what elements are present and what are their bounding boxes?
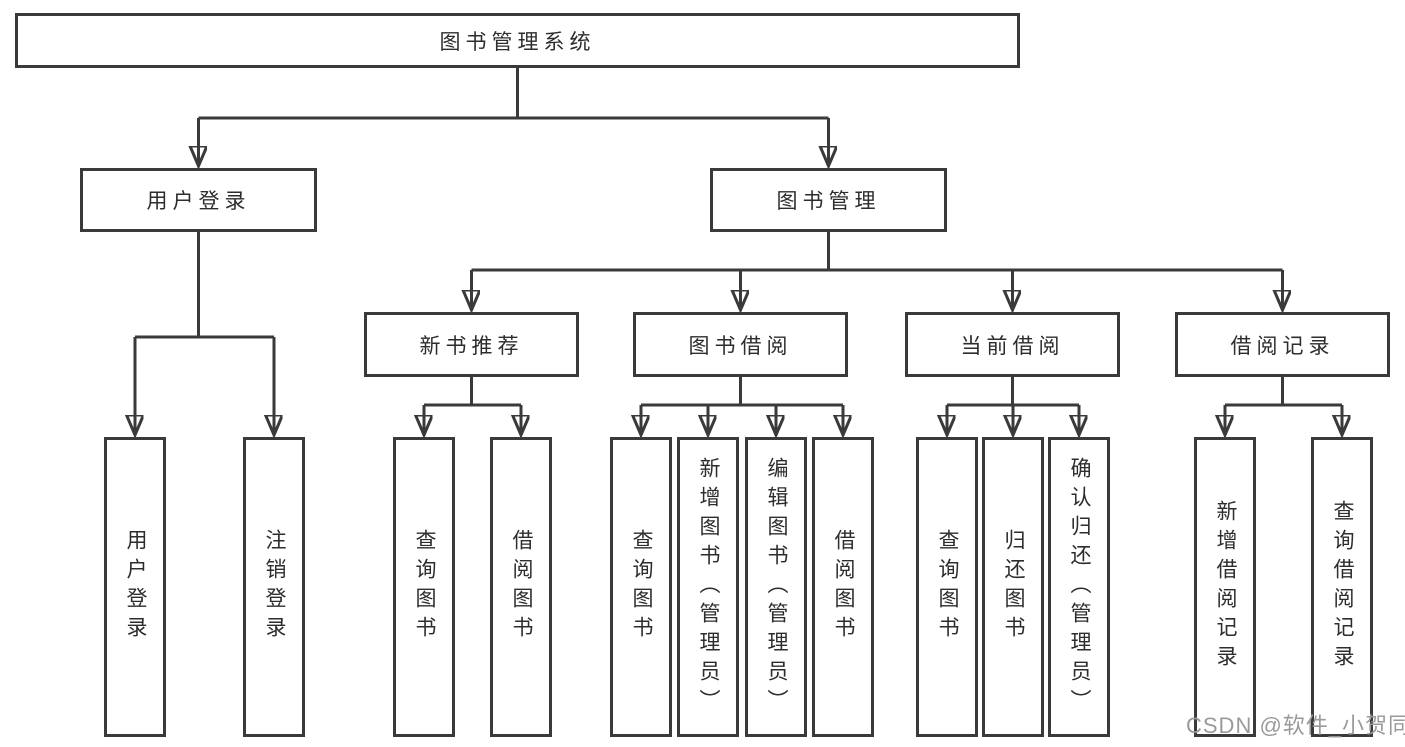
node-new-book-recommend: 新书推荐 bbox=[364, 312, 579, 377]
watermark: CSDN @软件_小贺同学 bbox=[1186, 713, 1405, 738]
leaf-add-book-admin: 新增图书（管理员） bbox=[677, 437, 739, 737]
leaf-return-book: 归还图书 bbox=[982, 437, 1044, 737]
leaf-confirm-return-admin: 确认归还（管理员） bbox=[1048, 437, 1110, 737]
leaf-borrow-book: 借阅图书 bbox=[812, 437, 874, 737]
node-book-borrow: 图书借阅 bbox=[633, 312, 848, 377]
node-root-system: 图书管理系统 bbox=[15, 13, 1020, 68]
leaf-user-login: 用户登录 bbox=[104, 437, 166, 737]
leaf-add-borrow-record: 新增借阅记录 bbox=[1194, 437, 1256, 737]
leaf-query-book-recommend: 查询图书 bbox=[393, 437, 455, 737]
leaf-edit-book-admin: 编辑图书（管理员） bbox=[745, 437, 807, 737]
leaf-query-borrow-record: 查询借阅记录 bbox=[1311, 437, 1373, 737]
node-borrow-records: 借阅记录 bbox=[1175, 312, 1390, 377]
node-book-management: 图书管理 bbox=[710, 168, 947, 232]
node-current-borrow: 当前借阅 bbox=[905, 312, 1120, 377]
leaf-logout: 注销登录 bbox=[243, 437, 305, 737]
node-user-login: 用户登录 bbox=[80, 168, 317, 232]
leaf-query-book-borrow: 查询图书 bbox=[610, 437, 672, 737]
leaf-query-book-current: 查询图书 bbox=[916, 437, 978, 737]
leaf-borrow-book-recommend: 借阅图书 bbox=[490, 437, 552, 737]
